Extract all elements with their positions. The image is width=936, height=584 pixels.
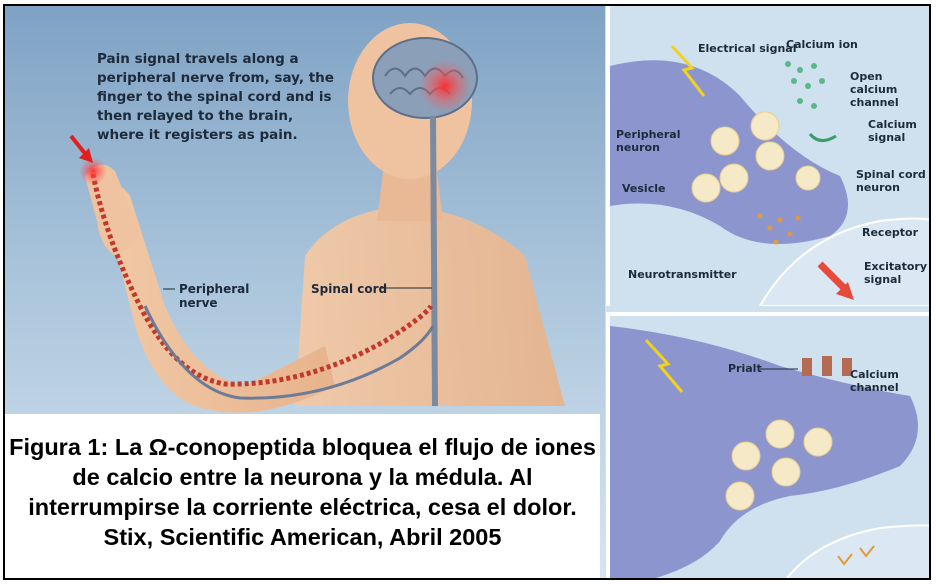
finger-pain-glow: [79, 157, 107, 185]
electrical-signal-label: Electrical signal: [698, 42, 796, 55]
calcium-signal-label: Calcium signal: [868, 118, 928, 144]
synapse-inset-blocked: Prialt Calcium channel: [606, 312, 931, 580]
synapse-blocked-diagram: [610, 316, 931, 580]
prialt-label: Prialt: [728, 362, 762, 375]
peripheral-neuron-label: Peripheral neuron: [616, 128, 680, 154]
receptor-label: Receptor: [862, 226, 918, 239]
neurotransmitter-label: Neurotransmitter: [628, 268, 737, 281]
spinal-cord-label: Spinal cord: [311, 282, 387, 296]
prialt-blocker-group: [802, 356, 852, 376]
brain-pain-glow: [419, 60, 471, 112]
open-calcium-channel-label: Open calcium channel: [850, 70, 931, 109]
spinal-cord-neuron-label: Spinal cord neuron: [856, 168, 931, 194]
calcium-ion-label: Calcium ion: [786, 38, 858, 51]
peripheral-nerve-label: Peripheral nerve: [179, 282, 269, 310]
synapse-inset-open: Electrical signal Calcium ion Open calci…: [606, 6, 931, 306]
figure-caption: Figura 1: La Ω-conopeptida bloquea el fl…: [5, 414, 600, 580]
vesicle-label: Vesicle: [622, 182, 665, 195]
excitatory-signal-label: Excitatory signal: [864, 260, 931, 286]
calcium-channel-label: Calcium channel: [850, 368, 931, 394]
pain-signal-description: Pain signal travels along a peripheral n…: [97, 50, 337, 145]
spinal-cord-path: [433, 116, 435, 406]
figure-frame: Pain signal travels along a peripheral n…: [3, 4, 931, 580]
